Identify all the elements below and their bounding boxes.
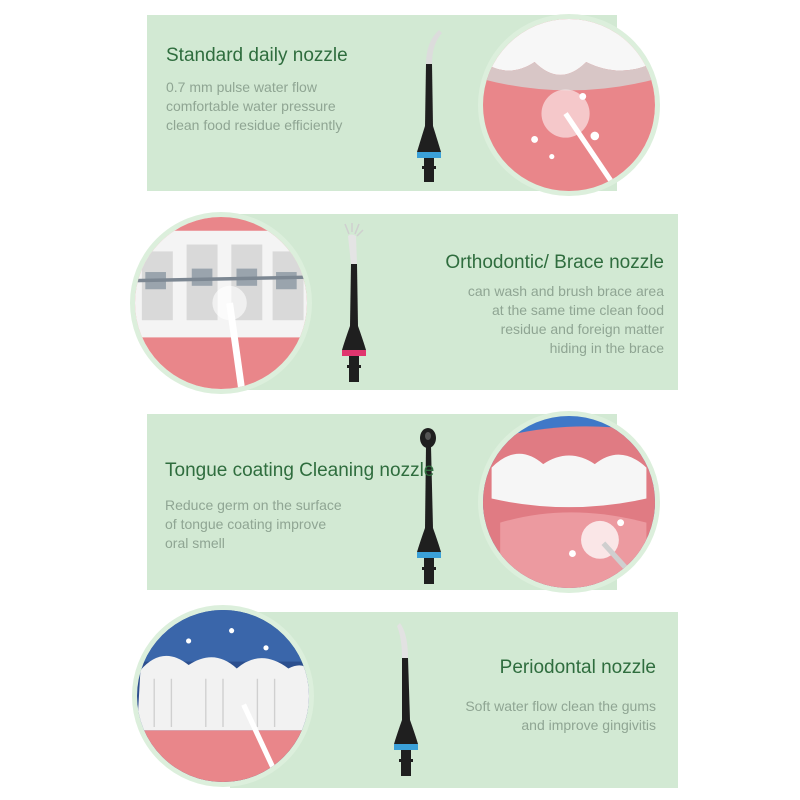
orthodontic-nozzle-icon	[342, 223, 366, 382]
orthodontic-nozzle-image	[130, 212, 312, 394]
orthodontic-nozzle-description: can wash and brush brace area at the sam…	[468, 282, 664, 358]
description-line: of tongue coating improve	[165, 516, 327, 532]
tongue-nozzle-description: Reduce germ on the surface of tongue coa…	[165, 496, 342, 553]
description-line: and improve gingivitis	[521, 717, 656, 733]
standard-nozzle-description: 0.7 mm pulse water flow comfortable wate…	[166, 78, 342, 135]
periodontal-nozzle-description: Soft water flow clean the gums and impro…	[465, 697, 656, 735]
description-line: can wash and brush brace area	[467, 283, 664, 299]
tongue-nozzle-ring	[417, 552, 441, 558]
standard-nozzle-ring	[417, 152, 441, 158]
description-line: comfortable water pressure	[166, 98, 336, 114]
description-line: residue and foreign matter	[500, 321, 664, 337]
description-line: 0.7 mm pulse water flow	[166, 79, 317, 95]
periodontal-nozzle-icon	[394, 623, 418, 776]
tongue-nozzle-icon	[417, 428, 441, 584]
description-line: Reduce germ on the surface	[165, 497, 342, 513]
description-line: at the same time clean food	[492, 302, 664, 318]
standard-nozzle-image	[478, 14, 660, 196]
periodontal-nozzle-image	[132, 605, 314, 787]
description-line: hiding in the brace	[549, 340, 664, 356]
tongue-nozzle-image	[478, 411, 660, 593]
standard-nozzle-title: Standard daily nozzle	[166, 45, 348, 66]
orthodontic-nozzle-title: Orthodontic/ Brace nozzle	[445, 252, 664, 273]
orthodontic-nozzle-ring	[342, 350, 366, 356]
description-line: oral smell	[165, 535, 225, 551]
description-line: Soft water flow clean the gums	[465, 698, 656, 714]
description-line: clean food residue efficiently	[166, 117, 343, 133]
periodontal-nozzle-title: Periodontal nozzle	[499, 657, 656, 678]
standard-nozzle-icon	[417, 30, 442, 182]
periodontal-nozzle-ring	[394, 744, 418, 750]
tongue-nozzle-title: Tongue coating Cleaning nozzle	[165, 460, 435, 481]
